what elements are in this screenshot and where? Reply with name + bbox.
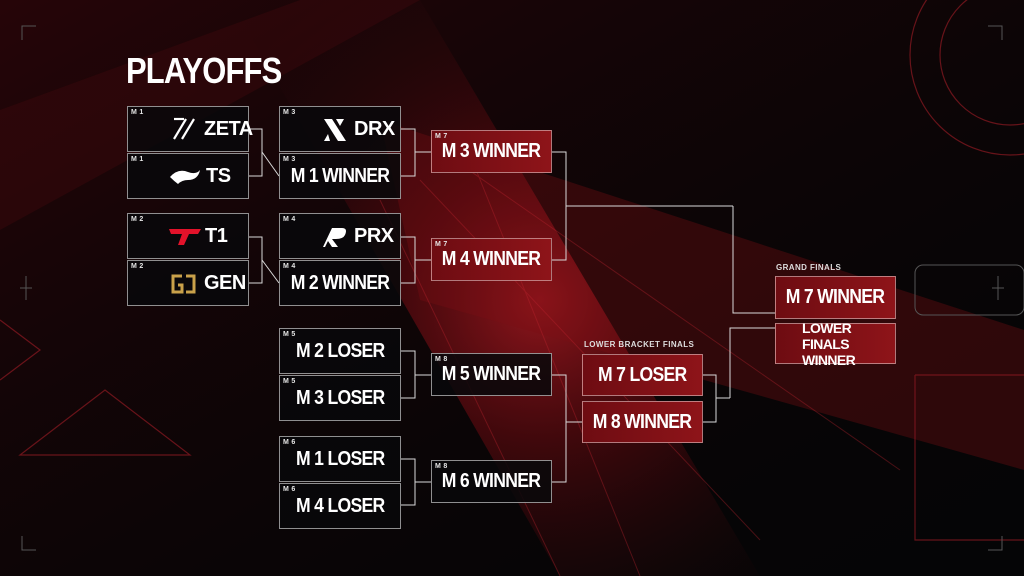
round2-slot-m1-winner[interactable]: M 3 M 1 WINNER (279, 153, 401, 199)
round2-slot-drx[interactable]: M 3 DRX (279, 106, 401, 152)
slot-text: M 7 LOSER (598, 363, 687, 386)
page-title: PLAYOFFS (126, 50, 282, 91)
slot-text: M 1 LOSER (295, 447, 385, 470)
t1-logo-icon (169, 229, 201, 245)
grand-finals-label: GRAND FINALS (776, 263, 842, 272)
round2-slot-m3-loser[interactable]: M 5 M 3 LOSER (279, 375, 401, 421)
round1-slot-ts[interactable]: M 1 TS (127, 153, 249, 199)
round1-slot-zeta[interactable]: M 1 ZETA (127, 106, 253, 152)
match-label: M 2 (131, 216, 144, 223)
slot-text: M 5 WINNER (442, 363, 541, 385)
slot-text-line2: WINNER (802, 351, 856, 368)
lbf-slot-m8-winner[interactable]: M 8 WINNER (582, 401, 703, 443)
slot-text: M 1 WINNER (290, 164, 390, 187)
team-name: DRX (354, 117, 395, 140)
round3-slot-m3-winner[interactable]: M 7 M 3 WINNER (431, 130, 552, 173)
slot-text: M 7 WINNER (786, 286, 885, 308)
slot-text: M 3 LOSER (295, 386, 385, 409)
drx-logo-icon (324, 119, 346, 141)
team-name: ZETA (204, 117, 253, 140)
lower-bracket-finals-label: LOWER BRACKET FINALS (584, 340, 695, 349)
round2-slot-m2-loser[interactable]: M 5 M 2 LOSER (279, 328, 401, 374)
round3-slot-m6-winner[interactable]: M 8 M 6 WINNER (431, 460, 552, 503)
round3-slot-m4-winner[interactable]: M 7 M 4 WINNER (431, 238, 552, 281)
gf-slot-lower-finals-winner[interactable]: LOWER FINALS WINNER (775, 319, 896, 368)
gf-slot-m7-winner[interactable]: M 7 WINNER (775, 276, 896, 319)
match-label: M 1 (131, 156, 144, 163)
match-label: M 4 (283, 216, 296, 223)
match-label: M 6 (283, 439, 296, 446)
gen-logo-icon (171, 274, 196, 294)
match-label: M 7 (435, 241, 448, 248)
match-label: M 7 (435, 133, 448, 140)
round2-slot-m4-loser[interactable]: M 6 M 4 LOSER (279, 483, 401, 529)
zeta-logo-icon (173, 117, 195, 140)
slot-text: M 2 LOSER (295, 339, 385, 362)
slot-text: M 3 WINNER (442, 140, 541, 162)
slot-text-line1: LOWER FINALS (802, 319, 852, 352)
team-name: T1 (205, 224, 228, 247)
match-label: M 8 (435, 356, 448, 363)
match-label: M 8 (435, 463, 448, 470)
round2-slot-prx[interactable]: M 4 PRX (279, 213, 401, 259)
match-label: M 6 (283, 486, 296, 493)
team-name: GEN (204, 271, 246, 294)
slot-text: M 4 WINNER (442, 248, 541, 270)
match-label: M 1 (131, 109, 144, 116)
round1-slot-gen[interactable]: M 2 GEN (127, 260, 249, 306)
slot-text: M 8 WINNER (593, 410, 692, 433)
prx-logo-icon (323, 228, 346, 247)
round2-slot-m1-loser[interactable]: M 6 M 1 LOSER (279, 436, 401, 482)
match-label: M 3 (283, 156, 296, 163)
match-label: M 5 (283, 331, 296, 338)
slot-text: M 6 WINNER (442, 470, 541, 492)
team-name: TS (206, 164, 231, 187)
ts-logo-icon (170, 170, 200, 184)
slot-text: M 4 LOSER (295, 494, 385, 517)
slot-text: M 2 WINNER (290, 271, 390, 294)
lbf-slot-m7-loser[interactable]: M 7 LOSER (582, 354, 703, 396)
match-label: M 3 (283, 109, 296, 116)
round3-slot-m5-winner[interactable]: M 8 M 5 WINNER (431, 353, 552, 396)
round1-slot-t1[interactable]: M 2 T1 (127, 213, 249, 259)
round2-slot-m2-winner[interactable]: M 4 M 2 WINNER (279, 260, 401, 306)
match-label: M 5 (283, 378, 296, 385)
match-label: M 2 (131, 263, 144, 270)
match-label: M 4 (283, 263, 296, 270)
team-name: PRX (354, 224, 394, 247)
